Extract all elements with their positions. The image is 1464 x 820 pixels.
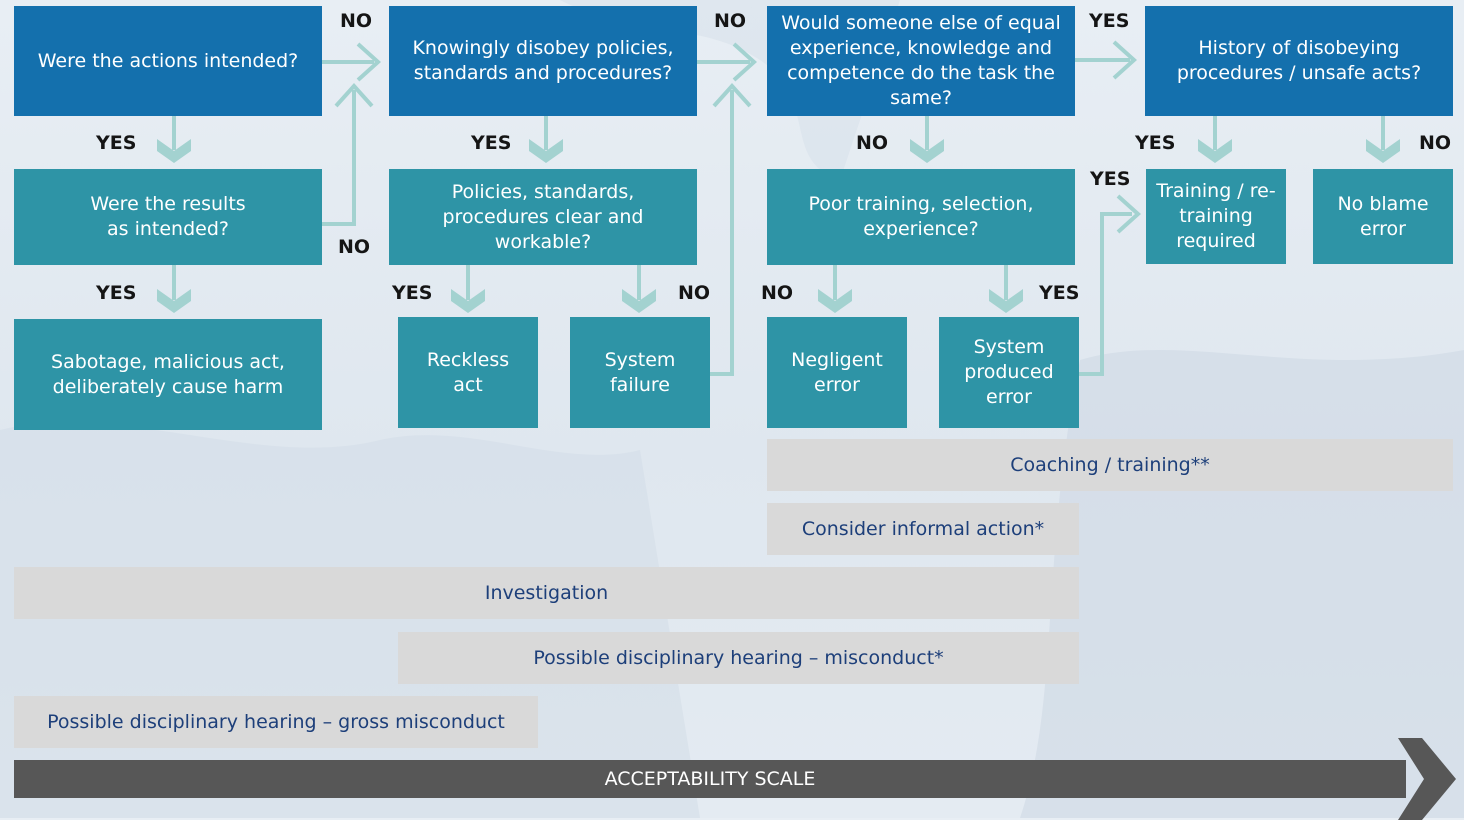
outcome-retraining-required: Training / re-training required [1146, 169, 1286, 264]
outcome-system-produced-error: System produced error [939, 317, 1079, 428]
outcome-reckless-act: Reckless act [398, 317, 538, 428]
label-no-disobey: NO [714, 10, 747, 32]
question-policies-clear: Policies, standards, procedures clear an… [389, 169, 697, 265]
question-poor-training: Poor training, selection, experience? [767, 169, 1075, 265]
bar-coaching-training: Coaching / training** [767, 439, 1453, 491]
bar-investigation: Investigation [14, 567, 1079, 619]
bar-disciplinary-gross-misconduct: Possible disciplinary hearing – gross mi… [14, 696, 538, 748]
outcome-negligent-error: Negligent error [767, 317, 907, 428]
outcome-system-failure: System failure [570, 317, 710, 428]
label-yes-intended: YES [96, 132, 137, 154]
label-no-training: NO [761, 282, 794, 304]
label-yes-training: YES [1039, 282, 1080, 304]
label-no-someone-else: NO [856, 132, 889, 154]
label-yes-disobey: YES [471, 132, 512, 154]
label-yes-someone-else: YES [1089, 10, 1130, 32]
question-someone-else-same: Would someone else of equal experience, … [767, 6, 1075, 116]
bar-disciplinary-misconduct: Possible disciplinary hearing – miscondu… [398, 632, 1079, 684]
label-no-history: NO [1419, 132, 1452, 154]
bar-consider-informal-action: Consider informal action* [767, 503, 1079, 555]
label-no-intended: NO [340, 10, 373, 32]
question-results-intended: Were the results as intended? [14, 169, 322, 265]
label-no-policies: NO [678, 282, 711, 304]
question-actions-intended: Were the actions intended? [14, 6, 322, 116]
outcome-sabotage: Sabotage, malicious act, deliberately ca… [14, 319, 322, 430]
label-yes-policies: YES [392, 282, 433, 304]
acceptability-scale: ACCEPTABILITY SCALE [14, 760, 1406, 798]
label-yes-system-produced: YES [1090, 168, 1131, 190]
question-history-disobeying: History of disobeying procedures / unsaf… [1145, 6, 1453, 116]
label-yes-history: YES [1135, 132, 1176, 154]
label-no-results: NO [338, 236, 371, 258]
question-knowingly-disobey: Knowingly disobey policies, standards an… [389, 6, 697, 116]
outcome-no-blame-error: No blame error [1313, 169, 1453, 264]
scale-arrowhead-icon [1398, 738, 1456, 820]
label-yes-results: YES [96, 282, 137, 304]
